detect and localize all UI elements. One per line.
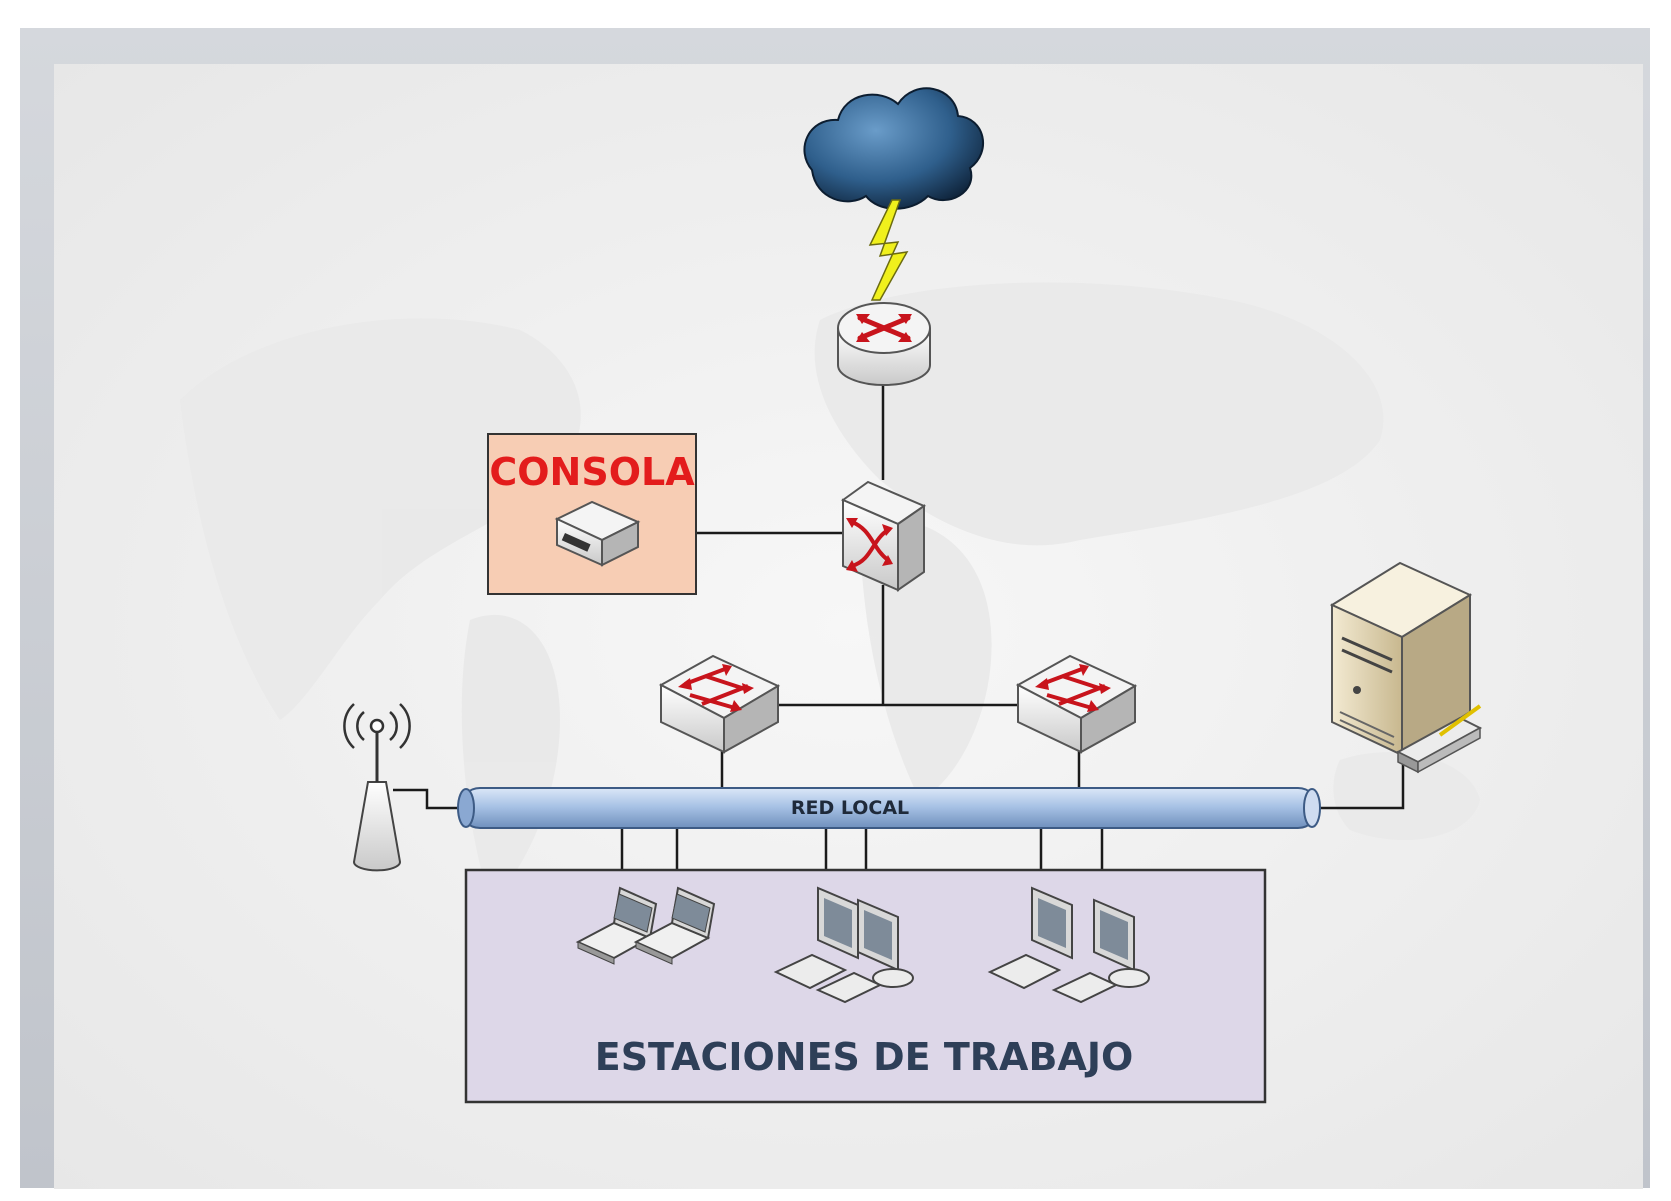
lightning-icon [868, 199, 909, 301]
monitor-icon [815, 898, 914, 1004]
router-icon [837, 302, 931, 386]
consola-label: CONSOLA [489, 450, 695, 494]
red-local-bus: RED LOCAL [457, 787, 1321, 829]
switch-icon [658, 654, 781, 754]
monitor-icon [773, 886, 859, 990]
switch-icon [1015, 654, 1138, 754]
estaciones-group: ESTACIONES DE TRABAJO [464, 868, 1267, 1104]
server-tower-icon [1329, 561, 1483, 774]
antenna-icon [343, 703, 411, 872]
consola-group: CONSOLA [487, 433, 697, 595]
cloud-icon [803, 87, 985, 210]
laptop-icon [633, 886, 716, 965]
monitor-icon [987, 886, 1073, 990]
estaciones-label: ESTACIONES DE TRABAJO [595, 1035, 1134, 1079]
console-box-icon [554, 500, 641, 567]
red-local-label: RED LOCAL [791, 797, 909, 819]
multilayer-switch-icon [840, 480, 927, 592]
monitor-icon [1051, 898, 1150, 1004]
